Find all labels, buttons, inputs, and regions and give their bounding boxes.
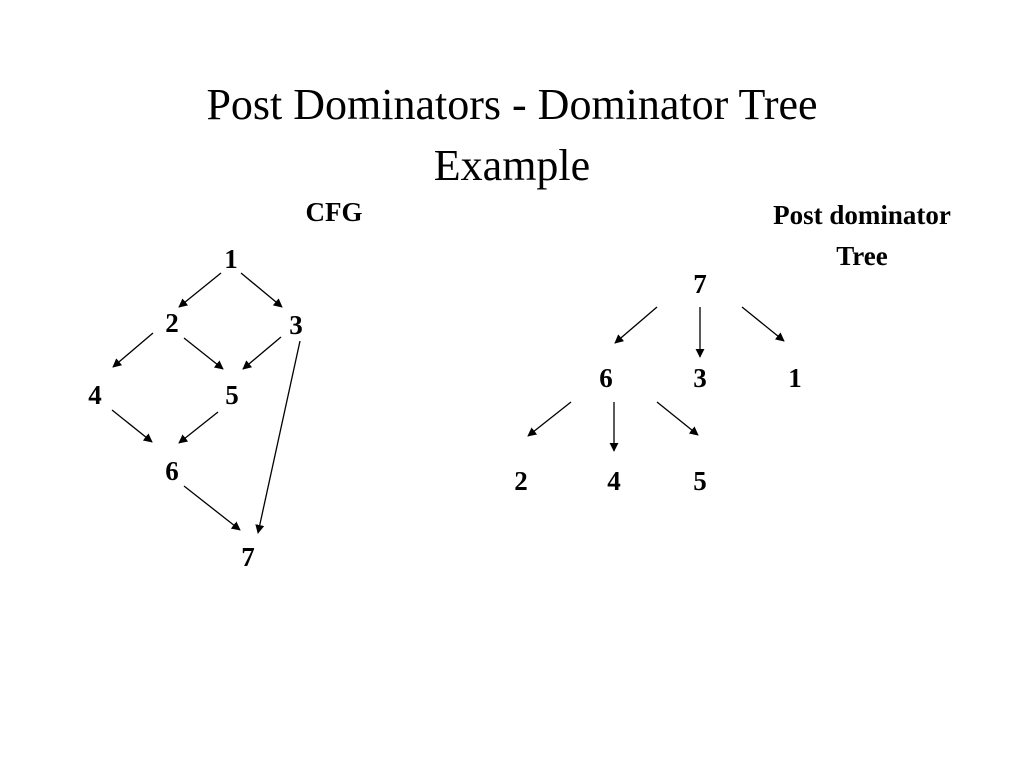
pdt-node-3: 3 [693,363,707,393]
cfg-node-1: 1 [224,244,238,274]
pdt-node-2: 2 [514,466,528,496]
pdt-node-1: 1 [788,363,802,393]
cfg-edges [111,272,301,534]
cfg-edge-6-7 [183,485,241,531]
slide-title-line-2: Example [433,141,591,190]
cfg-edge-3-5 [242,336,282,370]
cfg-node-2: 2 [165,308,179,338]
pdt-caption-line-1: Post dominator [773,200,951,230]
cfg-edge-3-7 [255,340,301,534]
cfg-edge-2-4 [112,332,154,368]
cfg-caption: CFG [306,197,363,227]
pdt-node-5: 5 [693,466,707,496]
cfg-node-3: 3 [289,310,303,340]
cfg-edge-1-2 [178,272,222,308]
cfg-edge-2-5 [183,337,224,370]
pdt-node-7: 7 [693,269,707,299]
pdt-edge-7-6 [614,306,658,344]
cfg-edge-1-3 [240,272,283,308]
pdt-edge-6-5 [656,401,699,436]
pdt-edge-6-2 [527,401,572,437]
cfg-node-5: 5 [225,380,239,410]
cfg-edge-5-6 [178,411,219,444]
cfg-node-4: 4 [88,380,102,410]
slide-title-line-1: Post Dominators - Dominator Tree [206,80,818,129]
pdt-edges [527,306,785,452]
cfg-nodes: 1 2 3 4 5 6 7 [88,244,303,572]
pdt-edge-7-1 [741,306,785,342]
cfg-node-6: 6 [165,456,179,486]
pdt-node-6: 6 [599,363,613,393]
cfg-node-7: 7 [241,542,255,572]
cfg-edge-4-6 [111,409,153,443]
pdt-caption-line-2: Tree [836,241,887,271]
pdt-node-4: 4 [607,466,621,496]
pdt-nodes: 7 6 3 1 2 4 5 [514,269,802,496]
